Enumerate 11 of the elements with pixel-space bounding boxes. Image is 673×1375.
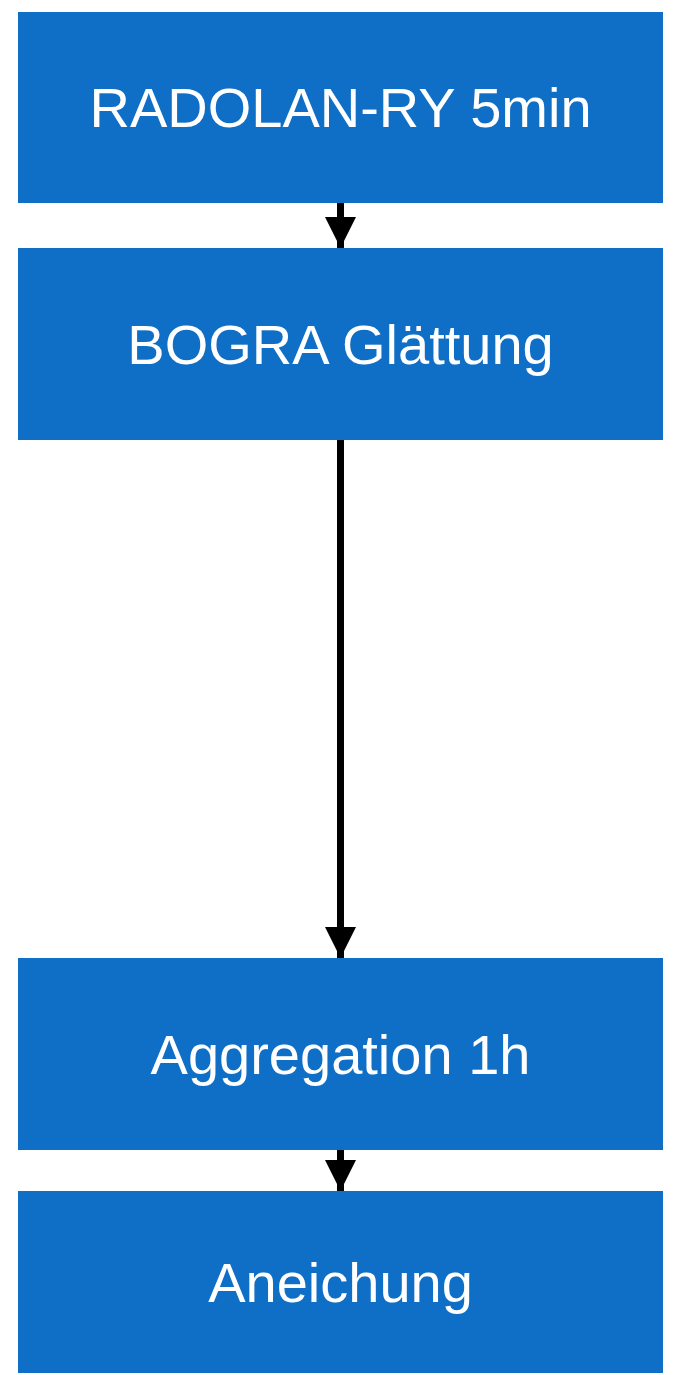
process-box xyxy=(18,248,663,440)
box-label: Aggregation 1h xyxy=(150,1021,531,1087)
box-label: BOGRA Glättung xyxy=(127,311,554,377)
arrow xyxy=(324,203,357,248)
arrow xyxy=(324,1150,357,1191)
process-box xyxy=(18,958,663,1150)
box-label: Aneichung xyxy=(208,1249,473,1315)
process-box xyxy=(18,1191,663,1373)
arrow xyxy=(324,440,357,958)
box-label: RADOLAN-RY 5min xyxy=(89,75,592,140)
process-box xyxy=(18,12,663,203)
